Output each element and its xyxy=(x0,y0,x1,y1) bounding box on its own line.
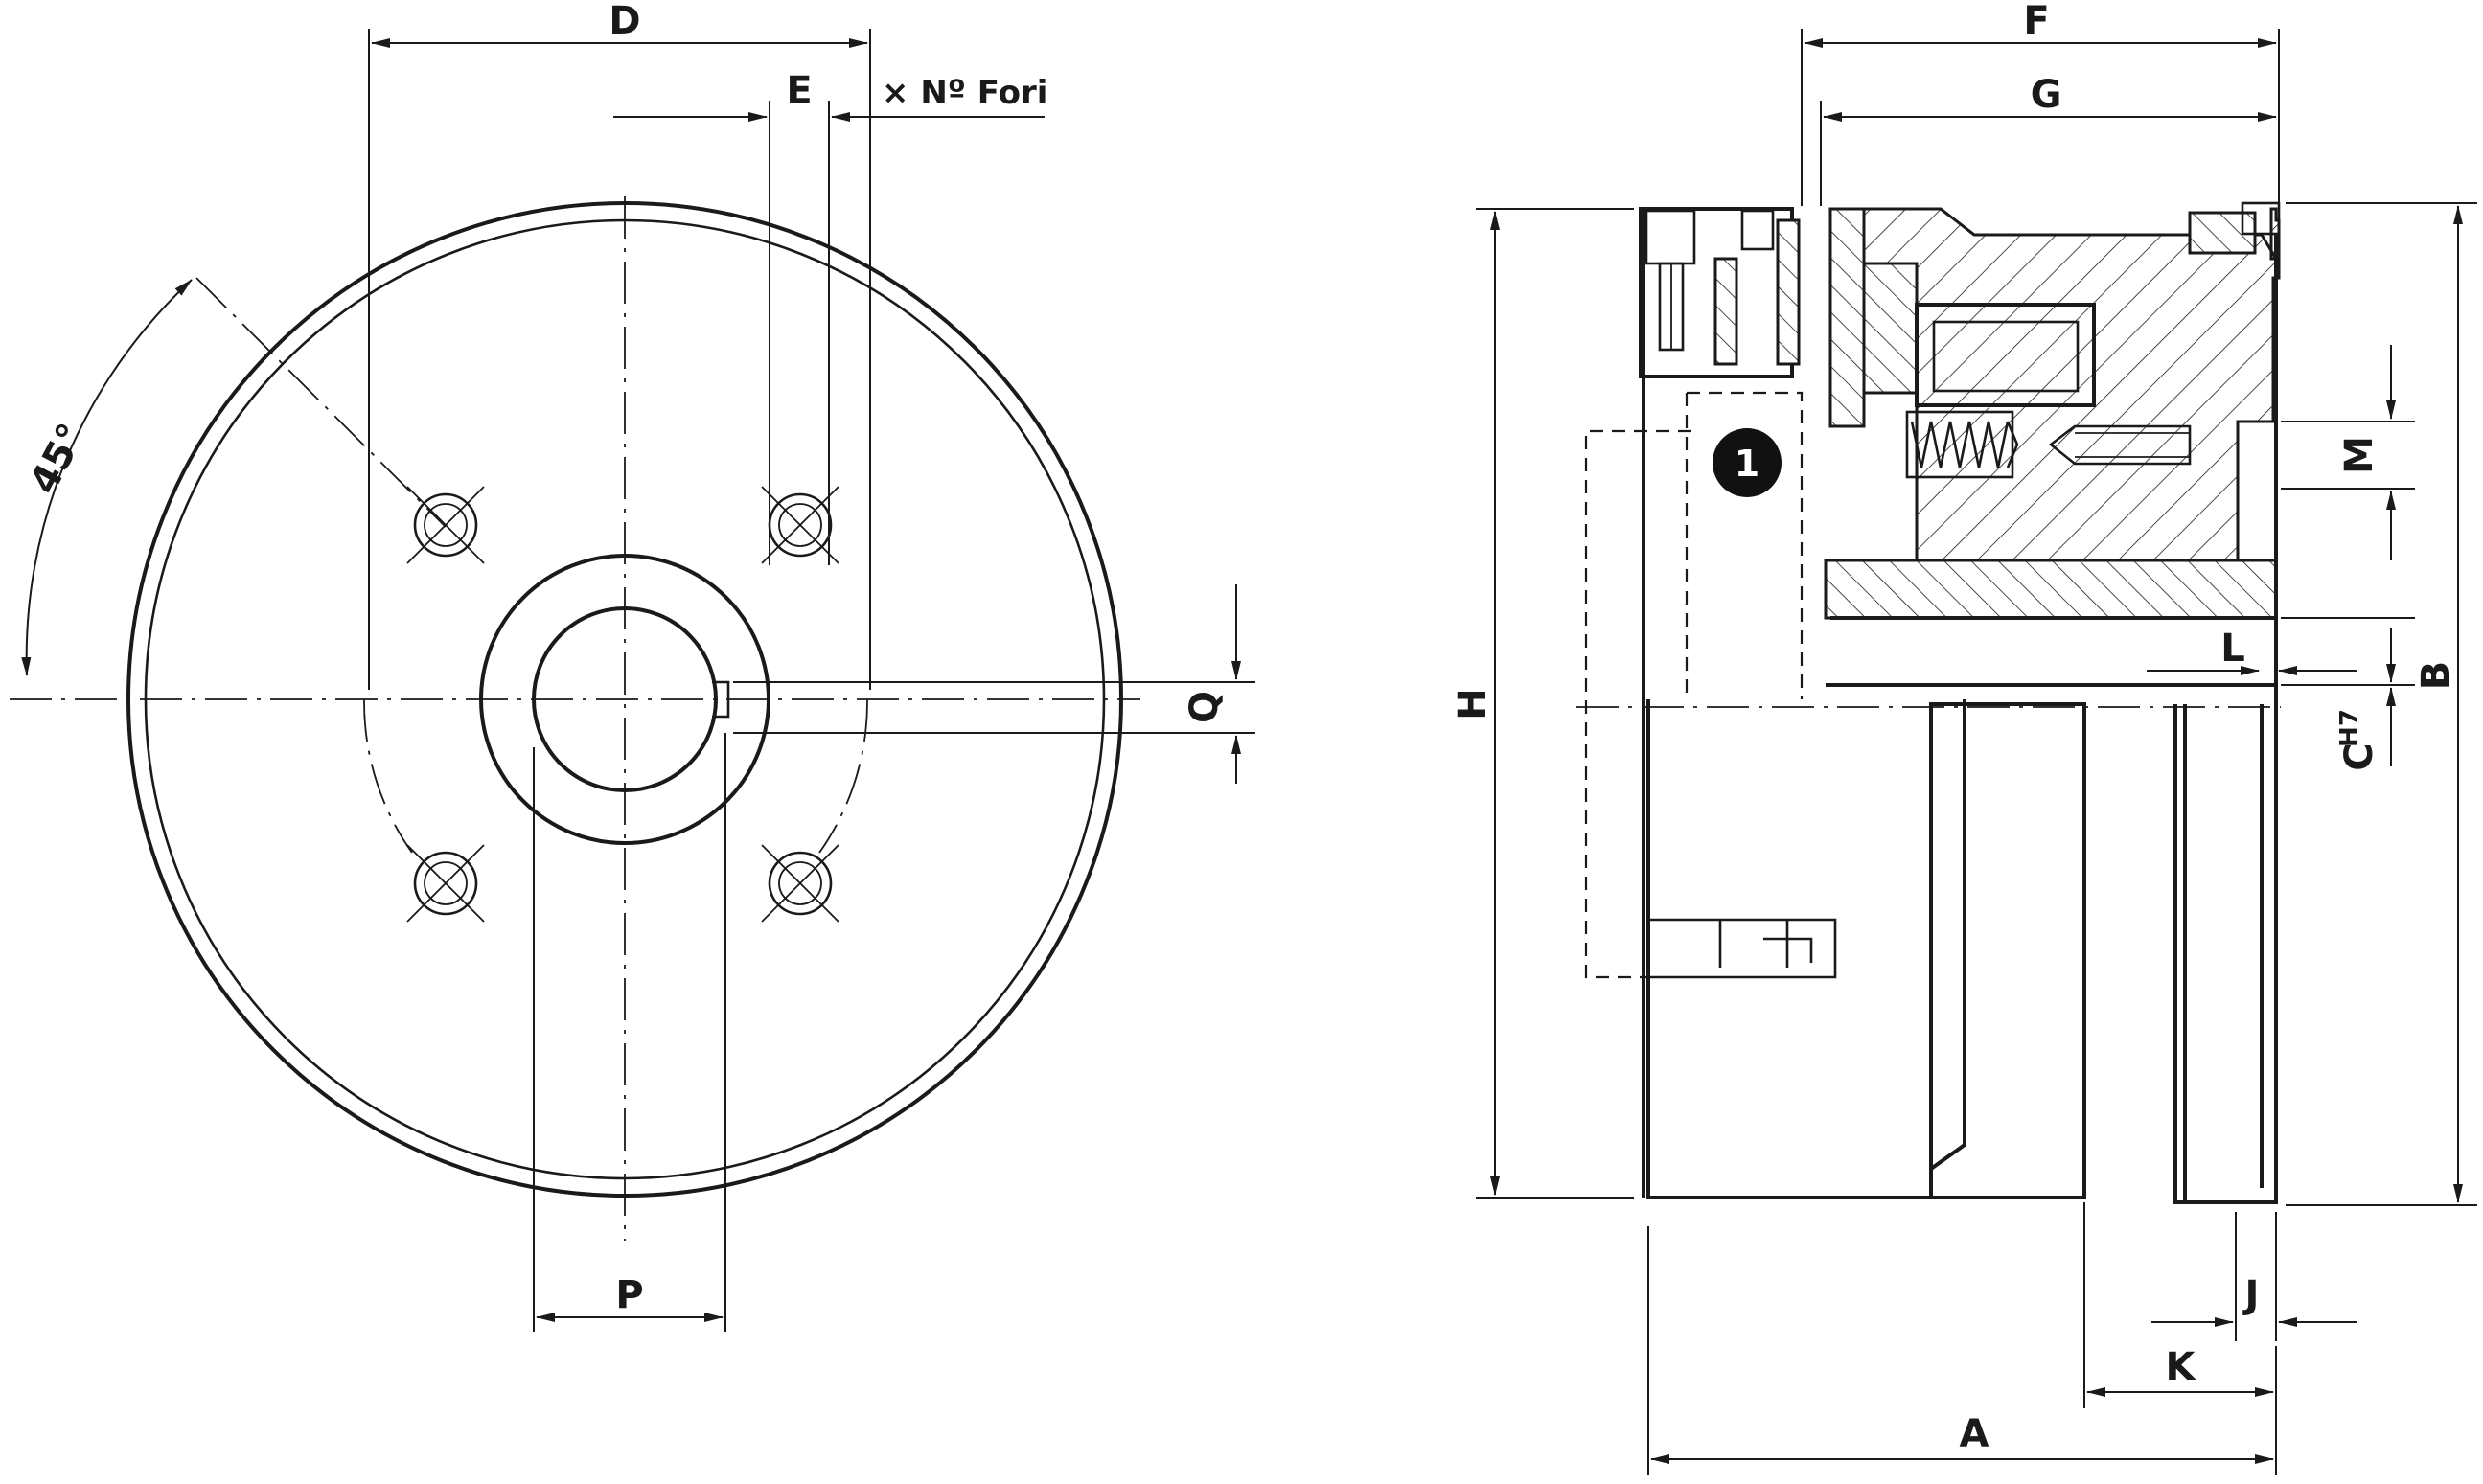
armature-plate xyxy=(1862,262,1919,395)
drum-body xyxy=(1929,702,2086,1199)
bolt-hole-top-left xyxy=(406,486,485,564)
bolt-hole-top-right xyxy=(761,486,839,564)
lower-bolt-detail xyxy=(1648,918,1837,979)
callout-marker-1 xyxy=(1713,428,1782,497)
dim-label-A: A xyxy=(1960,1412,1989,1456)
body-lower-outline xyxy=(1646,699,1966,1199)
spring xyxy=(1910,421,2010,468)
clamp-screw-head xyxy=(1644,209,1696,265)
threaded-hole xyxy=(2048,424,2192,466)
angle-label-45: 45° xyxy=(21,417,94,501)
dim-label-B: B xyxy=(2414,661,2458,691)
holes-count-label: × Nº Fori xyxy=(882,74,1047,112)
bolt-hole-bottom-left xyxy=(406,844,485,923)
callout-marker-label: 1 xyxy=(1735,443,1759,485)
dim-label-K: K xyxy=(2166,1345,2197,1389)
dim-label-M: M xyxy=(2337,436,2381,474)
bushing-band xyxy=(1824,559,2278,620)
dim-label-L: L xyxy=(2220,627,2245,671)
dim-label-D: D xyxy=(609,0,640,43)
dim-label-J: J xyxy=(2242,1273,2260,1317)
bolt-hole-bottom-right xyxy=(761,844,839,923)
front-view: D E × Nº Fori 45° Q P xyxy=(10,0,1255,1332)
coil-pocket xyxy=(1915,303,2096,407)
dim-label-H: H xyxy=(1451,688,1495,719)
dim-label-E: E xyxy=(786,69,812,113)
output-hub xyxy=(2173,704,2278,1204)
dim-label-C-tolerance: H7 xyxy=(2335,709,2364,747)
dim-label-F: F xyxy=(2023,0,2049,43)
coil-winding xyxy=(1932,320,2080,393)
dim-label-P: P xyxy=(615,1273,643,1317)
dim-label-Q: Q xyxy=(1183,691,1227,723)
flange-section xyxy=(1828,207,1866,428)
dim-label-G: G xyxy=(2031,73,2062,117)
section-view: 1 F G H B M L C H7 xyxy=(1451,0,2477,1475)
dim-label-C: C xyxy=(2337,742,2381,770)
spring-pocket xyxy=(1905,410,2014,479)
